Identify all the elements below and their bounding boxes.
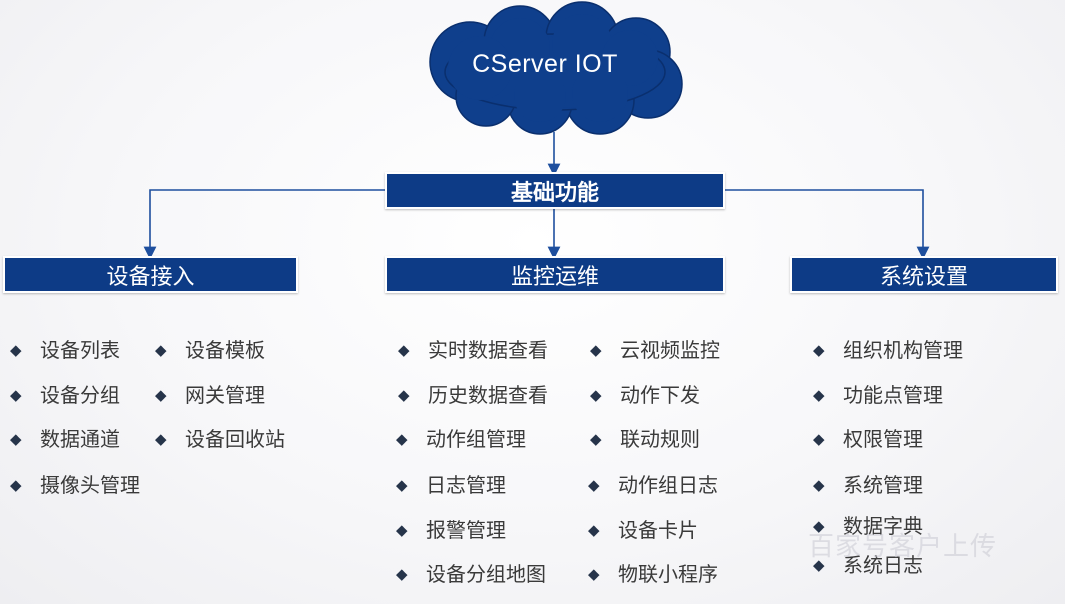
list-item: ◆历史数据查看 xyxy=(398,383,548,407)
list-item: ◆设备分组 xyxy=(10,383,120,407)
diamond-bullet-icon: ◆ xyxy=(396,565,408,583)
diamond-bullet-icon: ◆ xyxy=(588,565,600,583)
diamond-bullet-icon: ◆ xyxy=(10,430,22,448)
list-item: ◆物联小程序 xyxy=(588,562,718,586)
diamond-bullet-icon: ◆ xyxy=(813,556,825,574)
diamond-bullet-icon: ◆ xyxy=(588,476,600,494)
diamond-bullet-icon: ◆ xyxy=(588,521,600,539)
list-item: ◆网关管理 xyxy=(155,383,265,407)
diamond-bullet-icon: ◆ xyxy=(10,341,22,359)
diamond-bullet-icon: ◆ xyxy=(396,430,408,448)
diamond-bullet-icon: ◆ xyxy=(396,476,408,494)
list-item: ◆设备模板 xyxy=(155,338,265,362)
diamond-bullet-icon: ◆ xyxy=(155,386,167,404)
list-item: ◆设备列表 xyxy=(10,338,120,362)
diamond-bullet-icon: ◆ xyxy=(590,430,602,448)
category-monitoring-ops: 监控运维 xyxy=(385,256,725,293)
watermark: 百家号客户上传 xyxy=(808,532,998,562)
list-item: ◆设备分组地图 xyxy=(396,562,546,586)
diamond-bullet-icon: ◆ xyxy=(155,341,167,359)
system-title: CServer IOT xyxy=(472,50,618,78)
diamond-bullet-icon: ◆ xyxy=(813,386,825,404)
list-item: ◆动作组管理 xyxy=(396,427,526,451)
category-device-access: 设备接入 xyxy=(3,256,298,293)
diamond-bullet-icon: ◆ xyxy=(813,476,825,494)
list-item: ◆云视频监控 xyxy=(590,338,720,362)
diamond-bullet-icon: ◆ xyxy=(10,476,22,494)
list-item: ◆摄像头管理 xyxy=(10,473,140,497)
list-item: ◆组织机构管理 xyxy=(813,338,963,362)
diamond-bullet-icon: ◆ xyxy=(813,341,825,359)
connector-lines xyxy=(143,132,930,260)
diamond-bullet-icon: ◆ xyxy=(396,521,408,539)
list-item: ◆报警管理 xyxy=(396,518,506,542)
diamond-bullet-icon: ◆ xyxy=(10,386,22,404)
list-item: ◆设备回收站 xyxy=(155,427,285,451)
list-item: ◆日志管理 xyxy=(396,473,506,497)
list-item: ◆权限管理 xyxy=(813,427,923,451)
list-item: ◆功能点管理 xyxy=(813,383,943,407)
list-item: ◆实时数据查看 xyxy=(398,338,548,362)
list-item: ◆动作组日志 xyxy=(588,473,718,497)
list-item: ◆联动规则 xyxy=(590,427,700,451)
diamond-bullet-icon: ◆ xyxy=(813,517,825,535)
list-item: ◆系统管理 xyxy=(813,473,923,497)
list-item: ◆设备卡片 xyxy=(588,518,698,542)
diamond-bullet-icon: ◆ xyxy=(590,341,602,359)
diamond-bullet-icon: ◆ xyxy=(398,386,410,404)
list-item: ◆数据字典 xyxy=(813,514,923,538)
root-node: 基础功能 xyxy=(385,172,725,209)
diamond-bullet-icon: ◆ xyxy=(813,430,825,448)
list-item: ◆动作下发 xyxy=(590,383,700,407)
diamond-bullet-icon: ◆ xyxy=(398,341,410,359)
diamond-bullet-icon: ◆ xyxy=(155,430,167,448)
list-item: ◆数据通道 xyxy=(10,427,120,451)
list-item: ◆系统日志 xyxy=(813,553,923,577)
category-system-settings: 系统设置 xyxy=(790,256,1058,293)
diamond-bullet-icon: ◆ xyxy=(590,386,602,404)
